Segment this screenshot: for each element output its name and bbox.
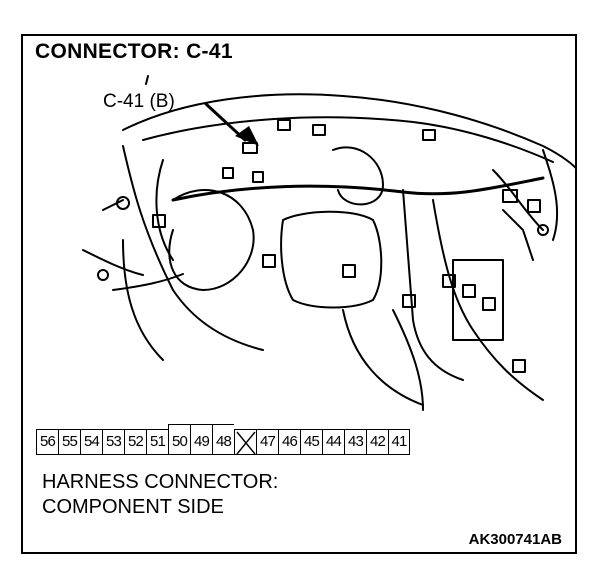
connector-pin: 41	[388, 429, 410, 455]
connector-pin: 43	[344, 429, 366, 455]
figure-code: AK300741AB	[468, 531, 562, 548]
connector-pin: 47	[256, 429, 278, 455]
connector-pin: 50	[168, 424, 190, 455]
dashboard-harness-illustration	[82, 75, 577, 411]
connector-pin: 42	[366, 429, 388, 455]
connector-pin: 55	[58, 429, 80, 455]
connector-pin: 53	[102, 429, 124, 455]
harness-caption-line2: COMPONENT SIDE	[42, 496, 224, 518]
connector-pin: 52	[124, 429, 146, 455]
connector-pin: 54	[80, 429, 102, 455]
connector-pin: 45	[300, 429, 322, 455]
connector-pin: 51	[146, 429, 168, 455]
connector-pin: 44	[322, 429, 344, 455]
connector-pin: 48	[212, 424, 234, 455]
connector-pin: 49	[190, 424, 212, 455]
connector-pin-empty	[234, 429, 256, 455]
empty-pin-cross-icon	[236, 431, 256, 455]
connector-title: CONNECTOR: C-41	[35, 40, 233, 63]
connector-pin: 56	[36, 429, 58, 455]
callout-label: C-41 (B)	[103, 91, 175, 112]
harness-caption: HARNESS CONNECTOR: COMPONENT SIDE	[42, 470, 278, 520]
harness-caption-line1: HARNESS CONNECTOR:	[42, 471, 279, 493]
connector-pin: 46	[278, 429, 300, 455]
diagram-frame	[21, 34, 577, 554]
